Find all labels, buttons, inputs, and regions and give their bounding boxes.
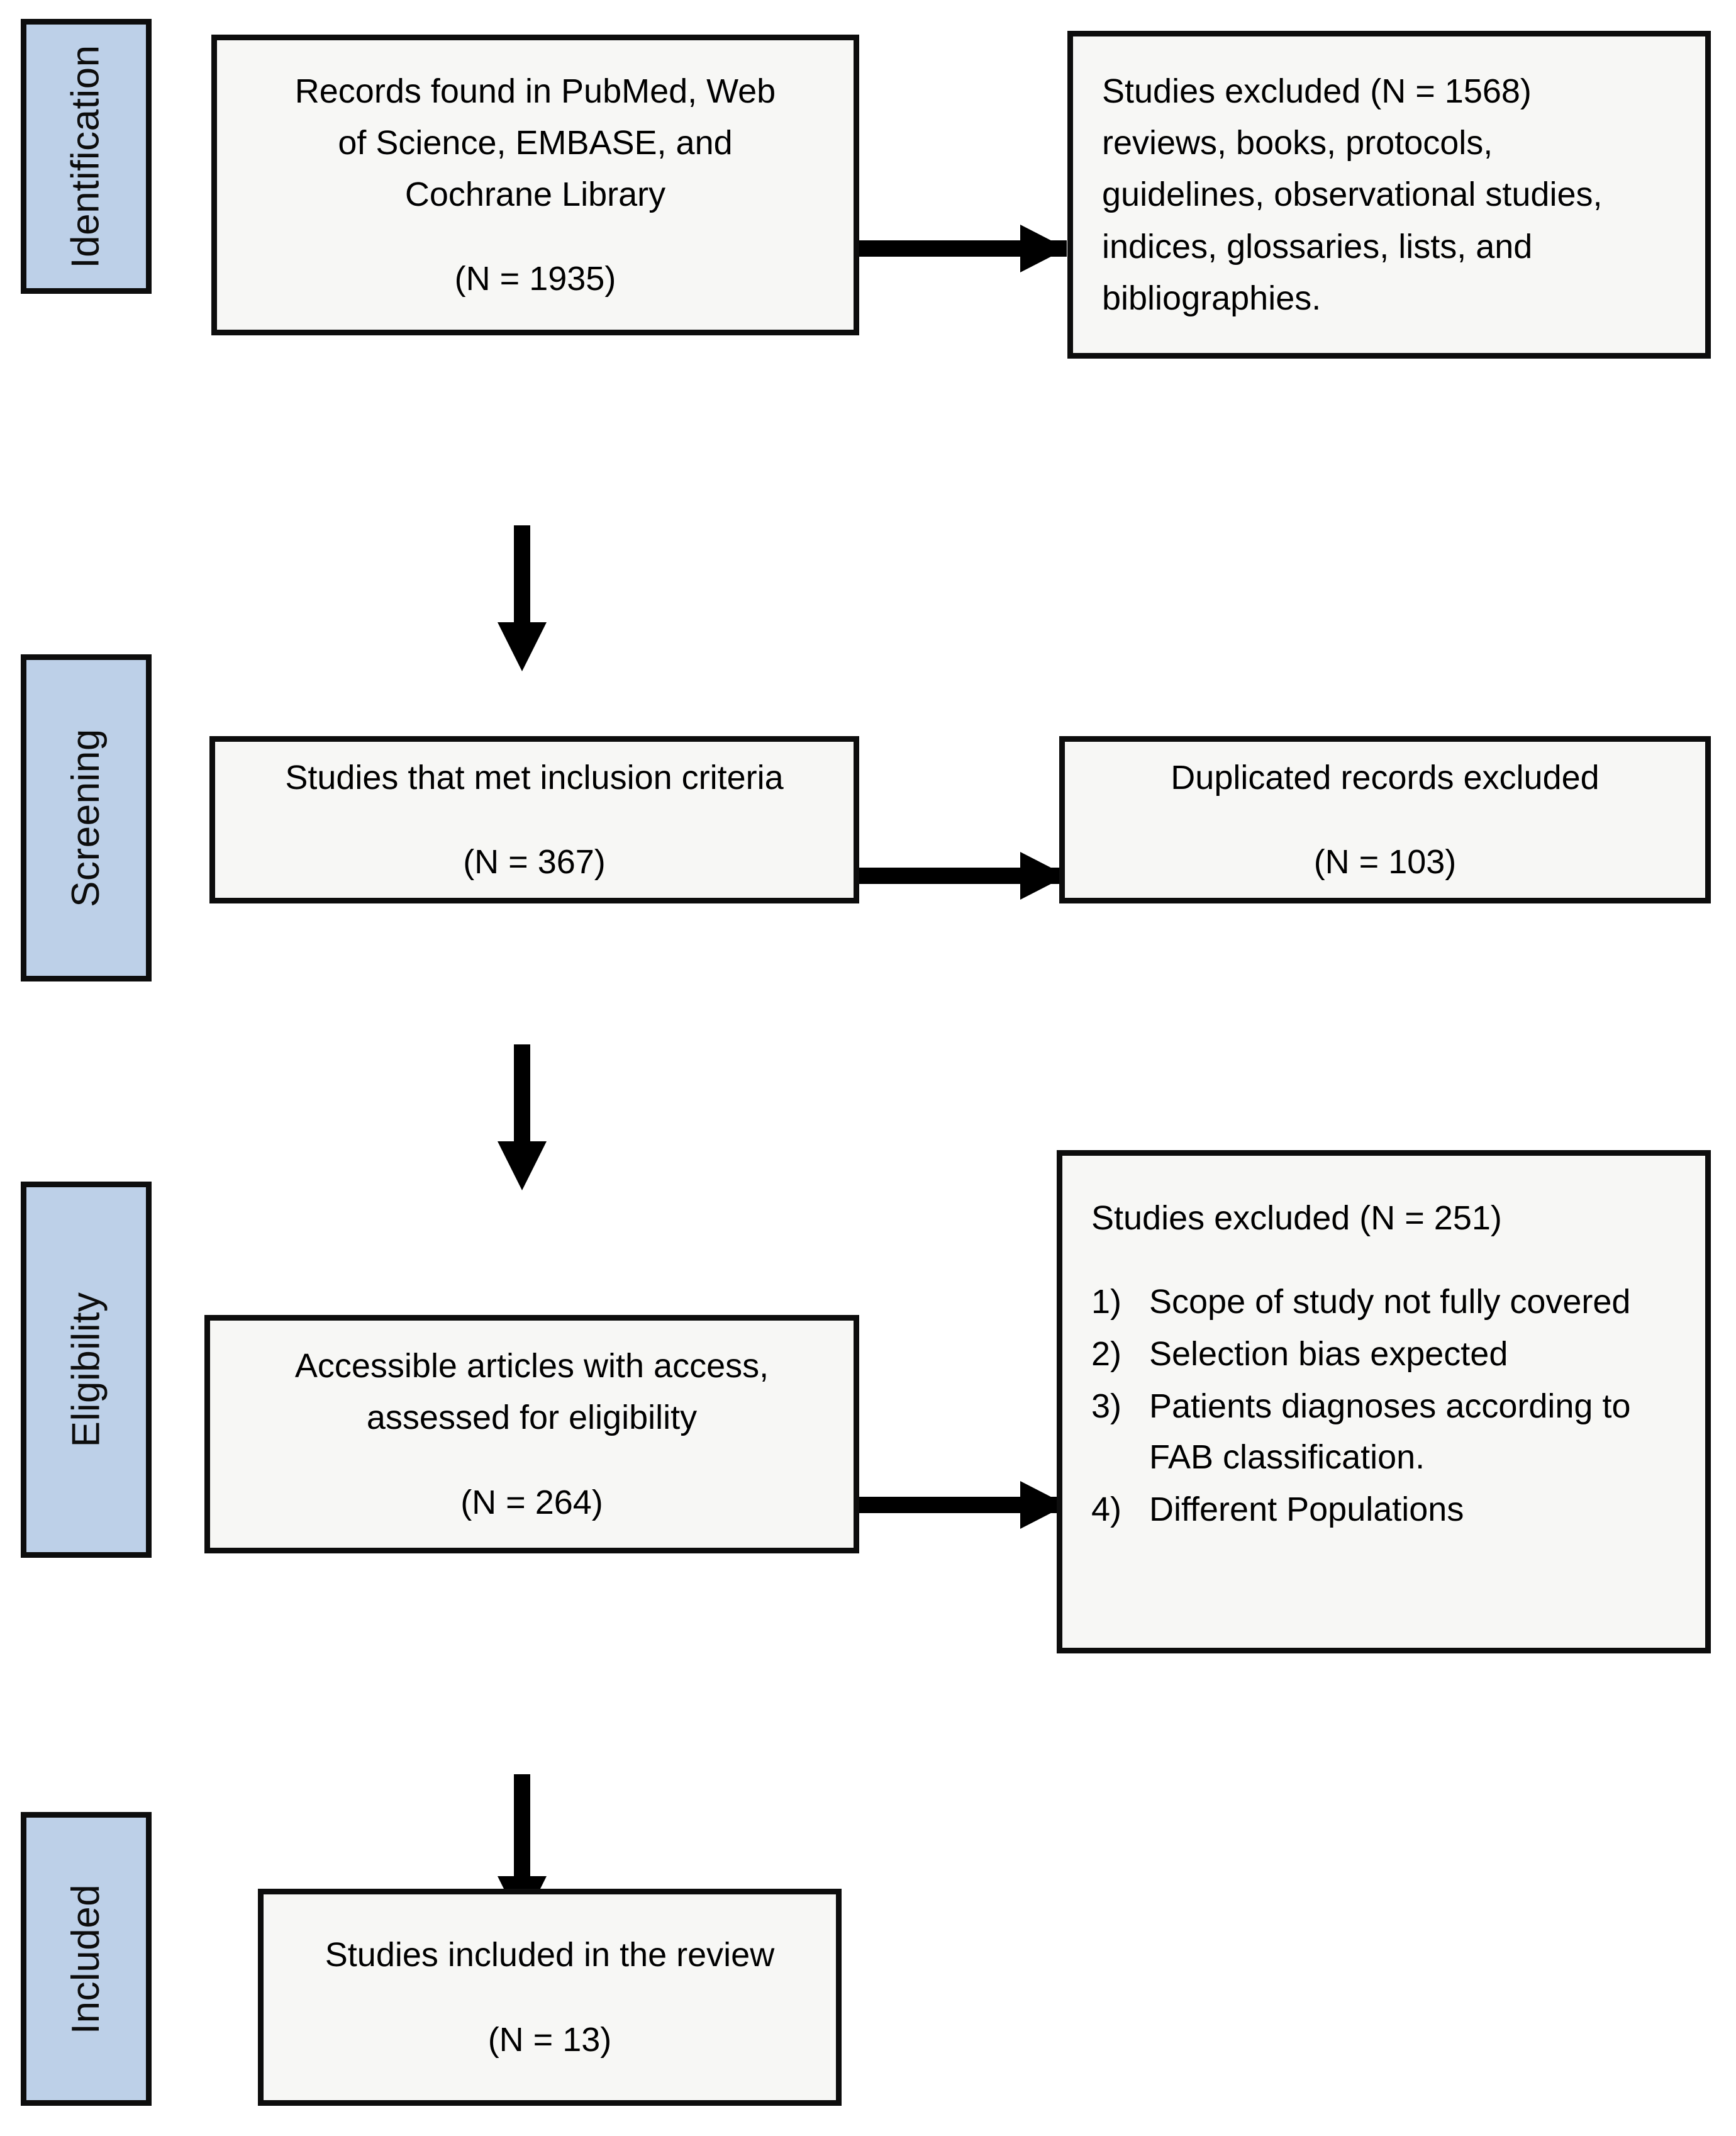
stage-label-identification: Identification — [21, 19, 152, 294]
excluded-identification-line-5: bibliographies. — [1102, 279, 1321, 317]
excluded-identification-line-2: reviews, books, protocols, — [1102, 124, 1493, 162]
connector-screening-to-eligibility — [497, 1044, 547, 1190]
duplicates-excluded-count: (N = 103) — [1313, 843, 1457, 881]
records-found-line-3: Cochrane Library — [404, 176, 666, 213]
met-inclusion-count: (N = 367) — [463, 843, 606, 881]
stage-label-identification-text: Identification — [64, 44, 108, 269]
duplicates-excluded-line-1: Duplicated records excluded — [1171, 758, 1600, 797]
list-item: 1) Scope of study not fully covered — [1091, 1277, 1685, 1328]
connector-eligibility-to-excluded — [859, 1480, 1067, 1530]
met-inclusion-line-1: Studies that met inclusion criteria — [285, 758, 784, 797]
excluded-eligibility-reason-list: 1) Scope of study not fully covered 2) S… — [1091, 1277, 1685, 1536]
box-duplicates-excluded: Duplicated records excluded (N = 103) — [1059, 736, 1711, 903]
connector-shaft — [514, 1044, 530, 1145]
accessible-articles-line-2: assessed for eligibility — [366, 1399, 698, 1437]
connector-arrowhead — [1020, 852, 1067, 900]
box-excluded-identification: Studies excluded (N = 1568) reviews, boo… — [1067, 31, 1711, 359]
reason-4-text: Different Populations — [1149, 1490, 1464, 1529]
excluded-identification-line-1: Studies excluded (N = 1568) — [1102, 72, 1532, 111]
stage-label-screening-text: Screening — [64, 729, 108, 907]
reason-3-text: Patients diagnoses according to FAB clas… — [1149, 1387, 1631, 1477]
reason-1-number: 1) — [1091, 1283, 1122, 1321]
list-item: 4) Different Populations — [1091, 1484, 1685, 1535]
connector-identification-to-excluded — [859, 223, 1067, 274]
excluded-eligibility-heading: Studies excluded (N = 251) — [1091, 1199, 1502, 1237]
included-review-count: (N = 13) — [487, 2020, 612, 2059]
stage-label-eligibility: Eligibility — [21, 1182, 152, 1558]
reason-4-number: 4) — [1091, 1490, 1122, 1529]
stage-label-eligibility-text: Eligibility — [64, 1292, 108, 1448]
box-excluded-eligibility: Studies excluded (N = 251) 1) Scope of s… — [1057, 1150, 1711, 1653]
connector-identification-to-screening — [497, 525, 547, 671]
records-found-count: (N = 1935) — [454, 260, 616, 298]
reason-3-number: 3) — [1091, 1387, 1122, 1426]
reason-2-text: Selection bias expected — [1149, 1335, 1508, 1373]
connector-arrowhead — [498, 622, 547, 671]
stage-label-included: Included — [21, 1812, 152, 2106]
connector-arrowhead — [1020, 225, 1067, 272]
box-included-review: Studies included in the review (N = 13) — [258, 1889, 842, 2106]
connector-arrowhead — [498, 1141, 547, 1190]
list-item: 3) Patients diagnoses according to FAB c… — [1091, 1381, 1685, 1483]
connector-screening-to-duplicates — [859, 851, 1067, 901]
connector-shaft — [514, 1774, 530, 1880]
reason-2-number: 2) — [1091, 1335, 1122, 1373]
stage-label-screening: Screening — [21, 654, 152, 981]
included-review-line-1: Studies included in the review — [325, 1936, 775, 1974]
accessible-articles-line-1: Accessible articles with access, — [294, 1347, 769, 1385]
excluded-identification-line-3: guidelines, observational studies, — [1102, 176, 1603, 214]
accessible-articles-count: (N = 264) — [460, 1483, 603, 1521]
list-item: 2) Selection bias expected — [1091, 1329, 1685, 1380]
records-found-line-2: of Science, EMBASE, and — [338, 123, 733, 162]
reason-1-text: Scope of study not fully covered — [1149, 1283, 1631, 1321]
connector-shaft — [514, 525, 530, 626]
box-records-found: Records found in PubMed, Web of Science,… — [211, 35, 859, 335]
records-found-line-1: Records found in PubMed, Web — [294, 72, 776, 110]
stage-label-included-text: Included — [64, 1884, 108, 2034]
box-accessible-articles: Accessible articles with access, assesse… — [204, 1315, 859, 1553]
box-met-inclusion: Studies that met inclusion criteria (N =… — [209, 736, 859, 903]
excluded-identification-line-4: indices, glossaries, lists, and — [1102, 227, 1533, 266]
